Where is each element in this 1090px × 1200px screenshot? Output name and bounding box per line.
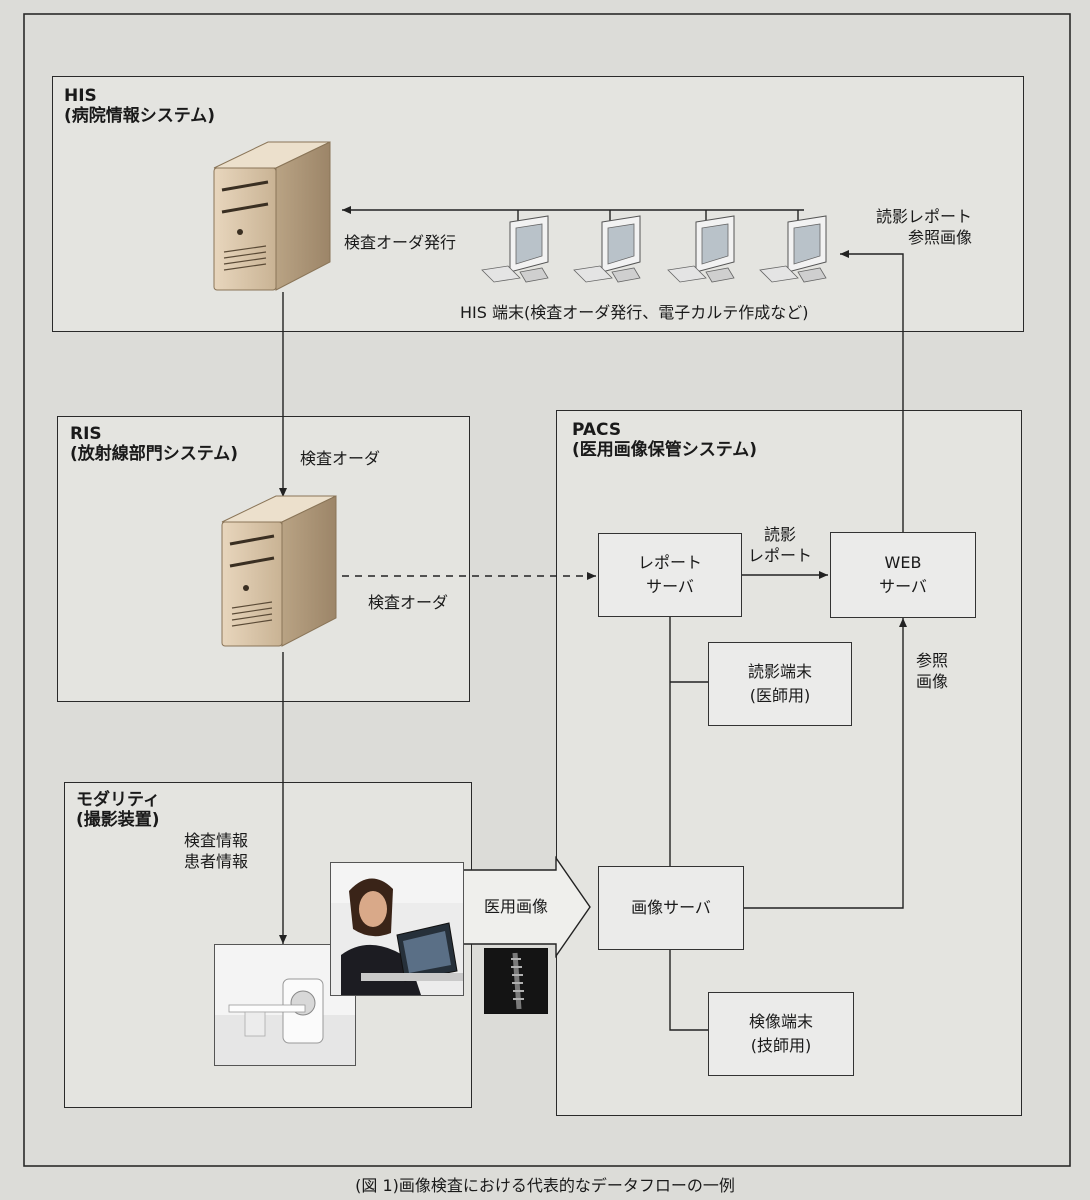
ref-images-label: 参照画像: [916, 651, 949, 691]
report-arrow-label: 読影レポート: [748, 525, 813, 565]
his-terminal-icon: [573, 215, 641, 283]
arrow-web-to-his: [840, 250, 904, 532]
his-terminals-label: HIS 端末(検査オーダ発行、電子カルテ作成など): [460, 303, 809, 322]
his-terminal-icon: [481, 215, 549, 283]
ris-title: RIS(放射線部門システム): [70, 424, 239, 464]
modality-title: モダリティ(撮影装置): [76, 790, 160, 830]
exam-patient-info-label: 検査情報患者情報: [184, 831, 249, 871]
exam-order-out-label: 検査オーダ: [368, 593, 449, 612]
spine-image-thumbnail: [484, 948, 548, 1014]
ris-server-icon: [221, 495, 337, 647]
his-server-icon: [213, 141, 331, 291]
medical-image-label: 医用画像: [484, 897, 549, 916]
order-issue-label: 検査オーダ発行: [344, 233, 457, 252]
report-server-node: レポートサーバ: [598, 533, 742, 617]
arrow-image-to-web: [744, 618, 907, 909]
pacs-title: PACS(医用画像保管システム): [572, 420, 758, 460]
medical-image-arrow: [461, 855, 591, 959]
figure-caption: (図 1)画像検査における代表的なデータフローの一例: [355, 1176, 735, 1195]
report-ref-label: 読影レポート参照画像: [876, 207, 973, 247]
image-server-node: 画像サーバ: [598, 866, 744, 950]
exam-order-in-label: 検査オーダ: [300, 449, 381, 468]
his-terminal-icon: [759, 215, 827, 283]
his-terminal-icon: [667, 215, 735, 283]
outer-frame: [23, 13, 1071, 1167]
reading-terminal-node: 読影端末(医師用): [708, 642, 852, 726]
inspection-terminal-node: 検像端末(技師用): [708, 992, 854, 1076]
his-title: HIS(病院情報システム): [64, 86, 216, 126]
operator-photo: [330, 862, 464, 996]
